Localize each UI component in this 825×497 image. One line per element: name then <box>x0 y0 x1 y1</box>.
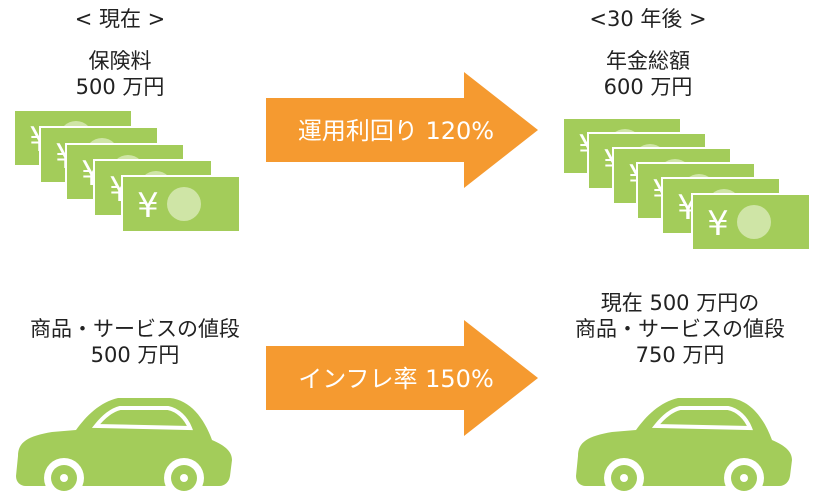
banknote-stack-left <box>13 109 241 233</box>
car-icon <box>574 396 794 497</box>
arrow-top: 運用利回り 120% <box>266 72 538 188</box>
right-top-line1: 年金総額 <box>606 49 690 73</box>
banknote-icon <box>691 193 811 251</box>
right-top-line2: 600 万円 <box>603 75 693 99</box>
arrow-bottom: インフレ率 150% <box>266 320 538 436</box>
left-top-line2: 500 万円 <box>75 75 165 99</box>
right-top-header: <30 年後 > <box>589 7 707 31</box>
left-bottom-label: 商品・サービスの値段 500 万円 <box>10 316 260 368</box>
arrow-bottom-label: インフレ率 150% <box>298 365 494 393</box>
banknote-icon <box>121 175 241 233</box>
banknote-stack-right <box>562 117 811 251</box>
right-bottom-line1: 現在 500 万円の <box>600 291 760 315</box>
left-top-label: < 現在 > 保険料 500 万円 <box>20 6 220 100</box>
right-bottom-line2: 商品・サービスの値段 <box>575 317 785 341</box>
left-top-header: < 現在 > <box>74 7 166 31</box>
arrow-top-label: 運用利回り 120% <box>298 117 494 145</box>
right-bottom-label: 現在 500 万円の 商品・サービスの値段 750 万円 <box>555 290 805 368</box>
left-bottom-line2: 500 万円 <box>90 343 180 367</box>
right-top-label: <30 年後 > 年金総額 600 万円 <box>548 6 748 100</box>
car-icon <box>14 396 234 497</box>
left-bottom-line1: 商品・サービスの値段 <box>30 317 240 341</box>
right-bottom-line3: 750 万円 <box>635 343 725 367</box>
left-top-line1: 保険料 <box>88 49 152 73</box>
